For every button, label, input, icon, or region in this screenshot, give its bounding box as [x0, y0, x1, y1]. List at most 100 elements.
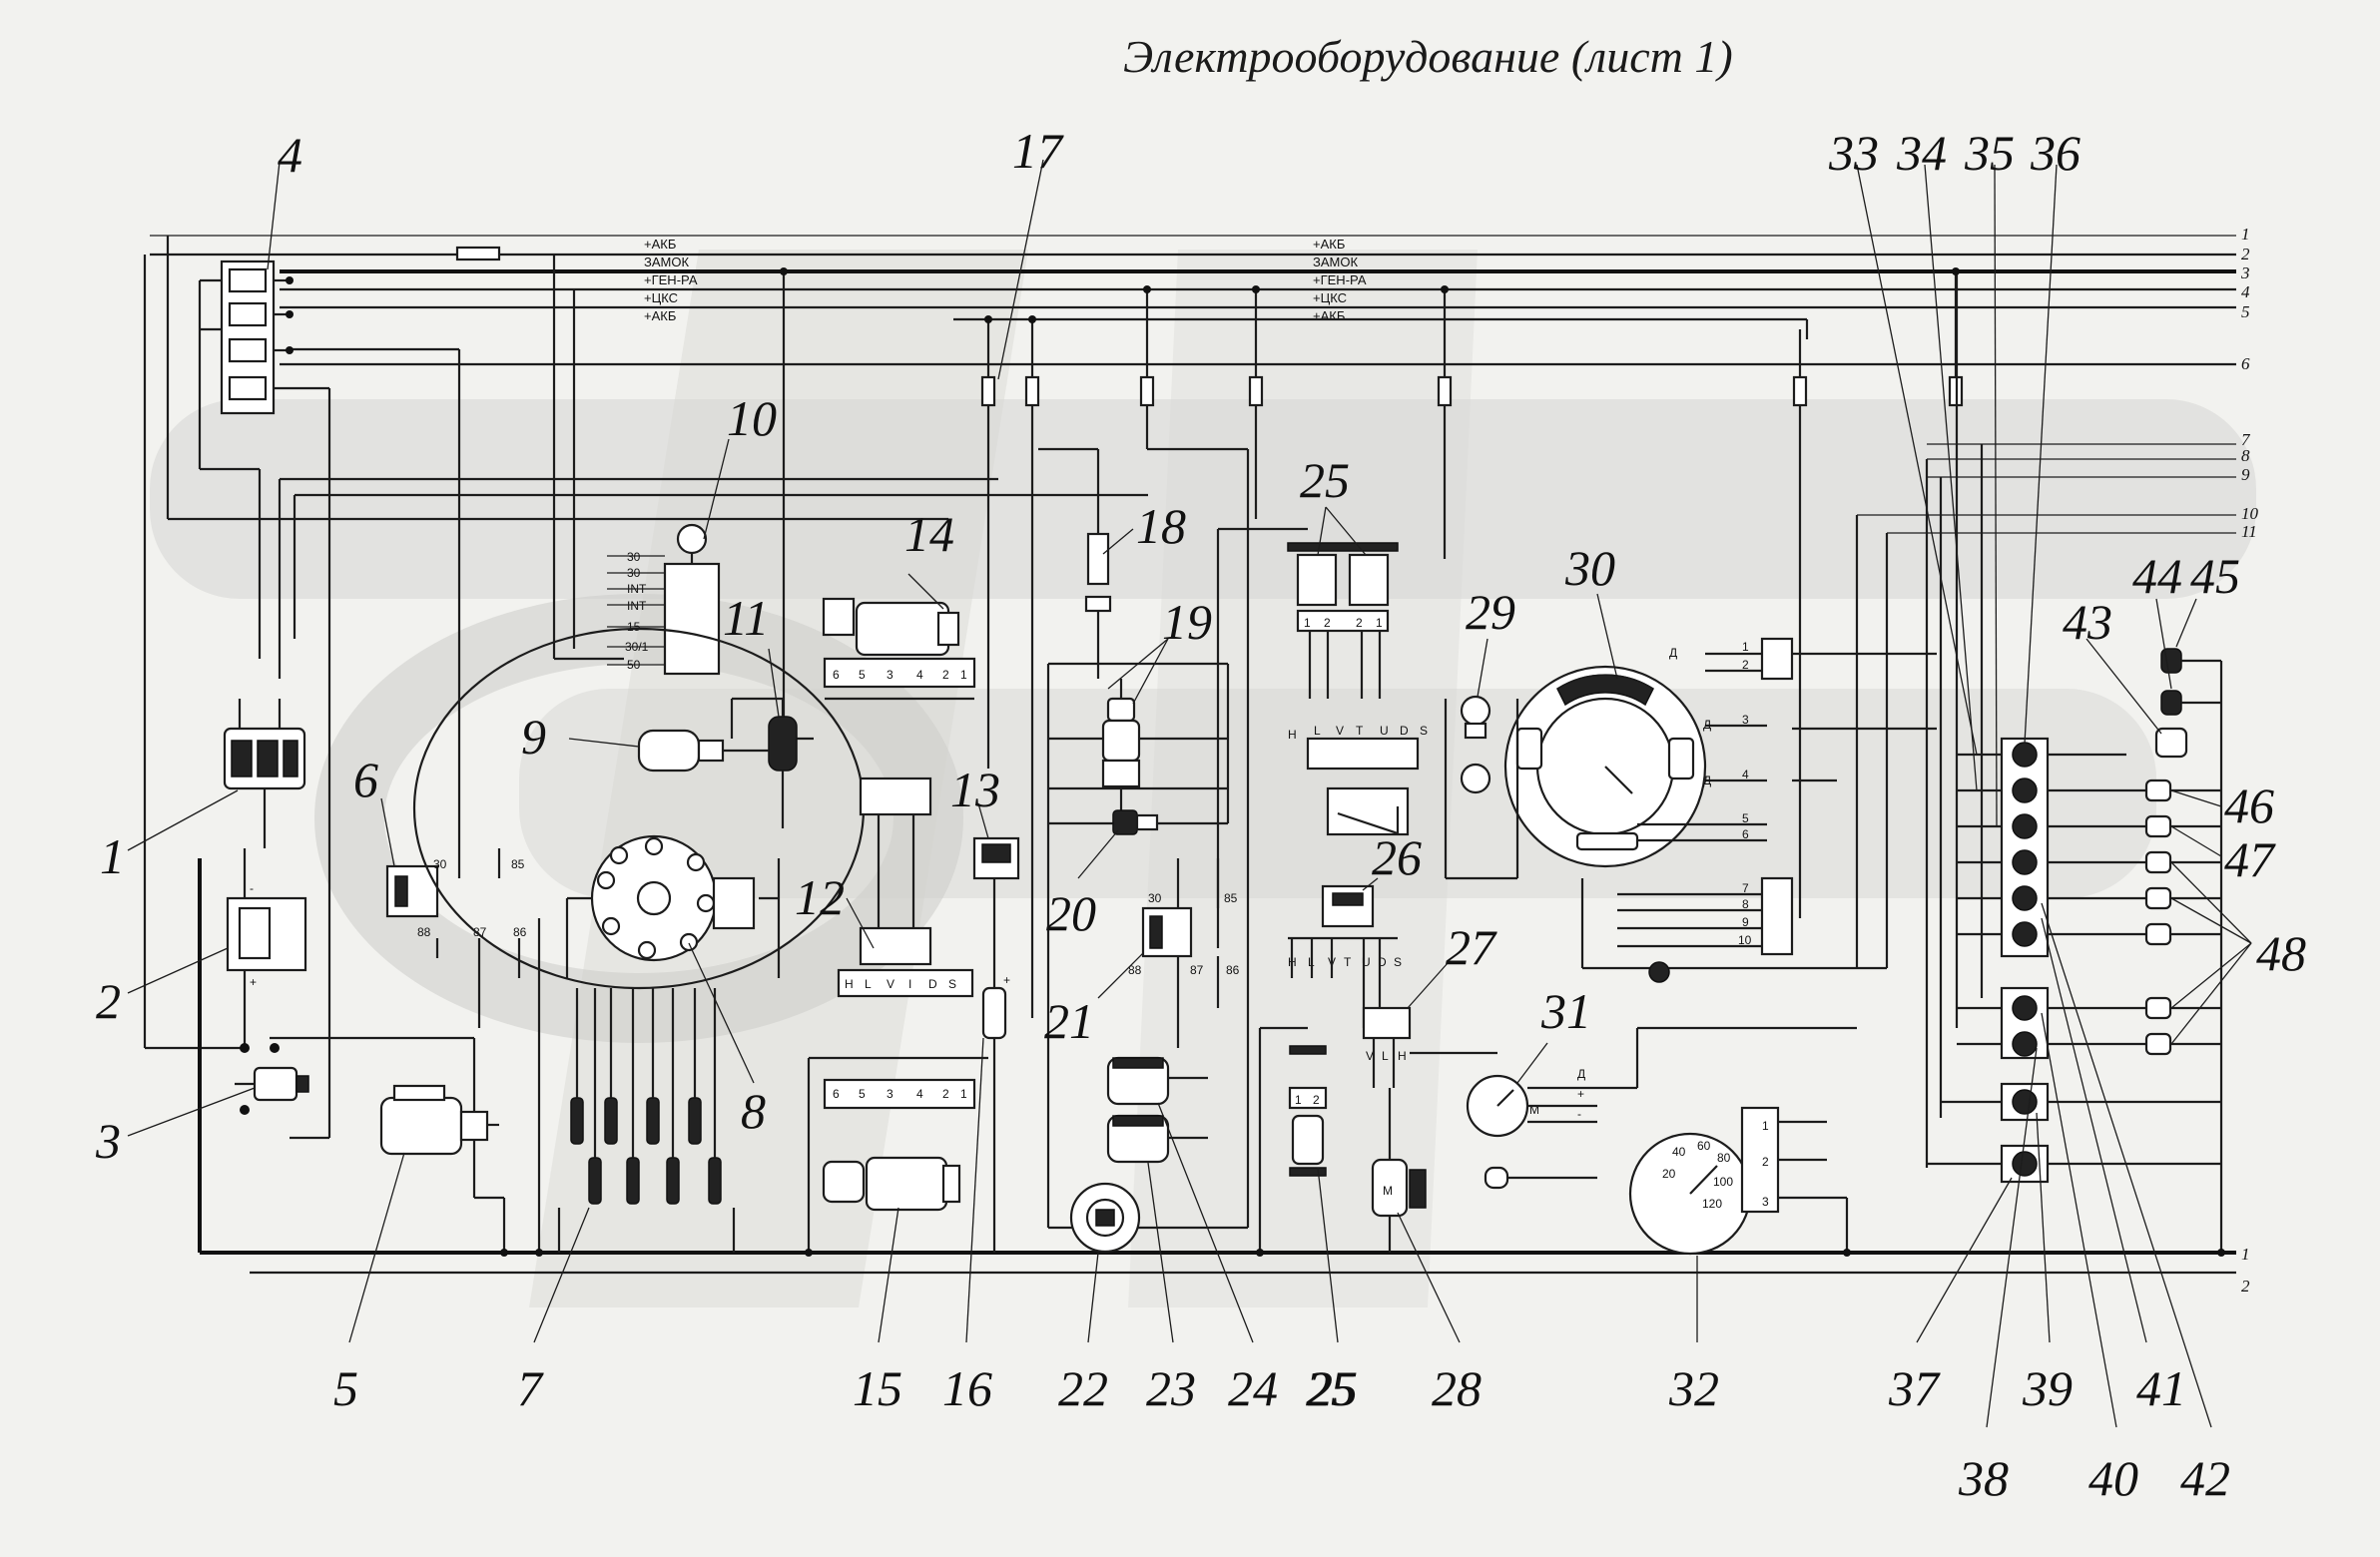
gauge-31: Д + - М	[1466, 1067, 1637, 1190]
lamp-pin: 2	[1356, 616, 1363, 630]
svg-text:-: -	[250, 881, 254, 895]
callout: 17	[1012, 123, 1064, 179]
wire-number: 2	[2241, 245, 2250, 263]
relay-pin: 30	[433, 857, 447, 871]
cluster-pin: 7	[1742, 881, 1749, 895]
callout: 27	[1446, 919, 1497, 975]
motor-label: M	[1383, 1184, 1393, 1198]
cluster-side-label: Д	[1703, 774, 1711, 787]
switch-27: V L H	[1362, 1006, 1497, 1088]
callout: 30	[1564, 540, 1615, 596]
callout: 38	[1958, 1450, 2009, 1506]
wire-number: 1	[2241, 1245, 2250, 1264]
svg-text:S: S	[1420, 724, 1428, 738]
wire-numbers: 1 2 3 4 5 6 7 8 9 10 11 1 2	[2240, 225, 2259, 1296]
relay-pin: 87	[1190, 963, 1204, 977]
wire-number: 8	[2241, 446, 2250, 465]
gauge-pin: -	[1577, 1107, 1581, 1121]
sensors-19	[1101, 679, 1141, 818]
bus-label: +ГЕН-РА	[1313, 272, 1367, 287]
headlamps-25: 1 2 2 1	[1287, 542, 1399, 699]
callout: 25	[1300, 452, 1350, 508]
connector-pin: 2	[942, 668, 949, 682]
callout: 14	[904, 506, 954, 562]
cluster-pin: 1	[1742, 640, 1749, 654]
connector-pin: 6	[833, 668, 840, 682]
svg-text:U: U	[1380, 724, 1389, 738]
callout: 37	[1888, 1360, 1941, 1416]
horn-23	[1106, 1056, 1170, 1106]
cluster-pin: 8	[1742, 897, 1749, 911]
callout: 26	[1372, 829, 1422, 885]
left-wiring	[143, 236, 1148, 1253]
spark-plugs-7	[557, 988, 736, 1253]
callout: 7	[517, 1360, 544, 1416]
relay-pin: 88	[417, 925, 431, 939]
callout: 1	[100, 828, 125, 884]
fuel-pump-22	[1069, 1182, 1141, 1254]
switch-pin: V	[887, 977, 894, 991]
callout: 18	[1136, 498, 1186, 554]
callout: 43	[2063, 594, 2112, 650]
svg-text:V: V	[1366, 1049, 1374, 1063]
distributor-8	[565, 834, 781, 978]
wire-number: 1	[2241, 225, 2250, 244]
light-switch: H L V T U D S	[1288, 724, 1428, 836]
cluster-pin: 9	[1742, 915, 1749, 929]
wire-number: 4	[2241, 282, 2250, 301]
speedometer-32: 20 40 60 80 100 120 1 2 3	[1628, 1026, 1857, 1256]
connector-pin: 3	[887, 668, 893, 682]
resistor-18	[1084, 499, 1112, 679]
callout: 13	[950, 762, 1000, 817]
wire-number: 7	[2241, 430, 2251, 449]
svg-text:D: D	[1400, 724, 1409, 738]
svg-text:H: H	[1288, 728, 1297, 742]
bus-labels-left: +АКБ ЗАМОК +ГЕН-РА +ЦКС +АКБ	[644, 237, 698, 323]
switch-pin: L	[865, 977, 872, 991]
svg-text:L: L	[1314, 724, 1321, 738]
switch-pin: H	[845, 977, 854, 991]
callout: 6	[353, 752, 378, 807]
connector-pin: 4	[916, 668, 923, 682]
callout: 4	[278, 127, 302, 183]
wire-number: 3	[2240, 263, 2250, 282]
callout: 9	[521, 709, 546, 765]
callout: 46	[2224, 778, 2274, 833]
wire-number: 5	[2241, 302, 2250, 321]
lamp-29	[1444, 695, 1517, 880]
callout: 8	[741, 1083, 766, 1139]
speed-pin: 3	[1762, 1195, 1769, 1209]
callout: 48	[2256, 925, 2306, 981]
gauge-pin: +	[1577, 1087, 1584, 1101]
terminal-label: INT	[627, 599, 647, 613]
bus-label: +ЦКС	[1313, 290, 1347, 305]
relay-pin: 88	[1128, 963, 1142, 977]
bus-label: +ГЕН-РА	[644, 272, 698, 287]
cluster-pin: 4	[1742, 768, 1749, 781]
connector-pin: 2	[942, 1087, 949, 1101]
speed-pin: 2	[1762, 1155, 1769, 1169]
speed-scale: 120	[1702, 1197, 1722, 1211]
callout: 47	[2224, 831, 2276, 887]
coil-11	[730, 697, 798, 828]
relay-pin: 86	[513, 925, 527, 939]
cluster-30: 1 2 3 4 5 6 7 8 9 10 Д Д Д	[1503, 515, 1937, 983]
callout: 20	[1046, 885, 1096, 941]
motor-28: M	[1371, 1088, 1427, 1253]
switch-pin: D	[1378, 955, 1387, 969]
sensor-9	[637, 729, 769, 773]
switch-12: H L V I D S	[837, 777, 974, 998]
callout: 16	[942, 1360, 992, 1416]
speed-scale: 60	[1697, 1139, 1711, 1153]
speed-scale: 40	[1672, 1145, 1686, 1159]
callout: 10	[727, 390, 777, 446]
page-title: Электрооборудование (лист 1)	[1123, 31, 1733, 82]
connector-pin: 1	[960, 668, 967, 682]
callout: 29	[1466, 584, 1515, 640]
callout: 35	[1964, 125, 2015, 181]
relay-pin: 85	[511, 857, 525, 871]
bus-label: +АКБ	[1313, 237, 1345, 252]
relay-pin: 30	[1148, 891, 1162, 905]
callout: 21	[1044, 993, 1094, 1049]
